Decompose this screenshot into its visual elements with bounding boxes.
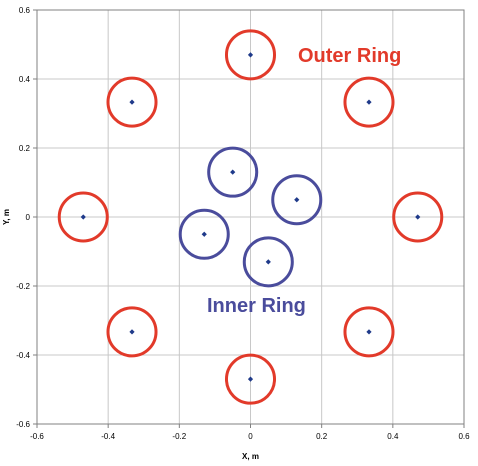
outer-ring-circle xyxy=(57,191,109,243)
data-point xyxy=(201,231,207,237)
y-tick-label: 0.4 xyxy=(19,75,31,84)
x-tick-label: 0.2 xyxy=(316,432,328,441)
outer-ring-circle xyxy=(106,76,158,128)
outer-ring-circle xyxy=(343,76,395,128)
annotation-inner-ring: Inner Ring xyxy=(207,295,306,317)
data-point xyxy=(129,99,135,105)
x-tick-label: 0.6 xyxy=(458,432,470,441)
axis-ticks: -0.6 -0.4 -0.2 0 0.2 0.4 0.6 0.6 0.4 0.2 0 -0.2 -0.4… xyxy=(16,6,470,441)
data-point xyxy=(129,329,135,335)
data-point xyxy=(415,214,421,220)
data-point xyxy=(265,259,271,265)
y-axis-title: Y, m xyxy=(2,209,11,225)
y-tick-label: 0.6 xyxy=(19,6,31,15)
y-tick-label: 0 xyxy=(26,213,31,222)
data-marks xyxy=(57,29,444,405)
y-tick-label: -0.2 xyxy=(16,282,30,291)
data-point xyxy=(366,99,372,105)
inner-ring-circle xyxy=(242,236,294,288)
data-point xyxy=(230,169,236,175)
annotation-outer-ring: Outer Ring xyxy=(298,45,401,67)
y-tick-label: 0.2 xyxy=(19,144,31,153)
x-tick-label: 0.4 xyxy=(387,432,399,441)
inner-ring-circle xyxy=(271,174,323,226)
data-point xyxy=(80,214,86,220)
x-tick-label: -0.2 xyxy=(172,432,186,441)
x-tick-label: 0 xyxy=(248,432,253,441)
y-tick-label: -0.4 xyxy=(16,351,30,360)
data-point xyxy=(366,329,372,335)
data-point xyxy=(294,197,300,203)
outer-ring-circle xyxy=(343,306,395,358)
data-point xyxy=(247,376,254,382)
inner-ring-circle xyxy=(207,146,259,198)
inner-ring-circle xyxy=(178,208,230,260)
outer-ring-circle xyxy=(392,191,444,243)
y-tick-label: -0.6 xyxy=(16,420,30,429)
outer-ring-circle xyxy=(106,306,158,358)
x-tick-label: -0.4 xyxy=(101,432,115,441)
outer-ring-circle xyxy=(224,29,277,81)
x-axis-title: X, m xyxy=(242,452,259,461)
data-point xyxy=(247,52,254,58)
x-tick-label: -0.6 xyxy=(30,432,44,441)
outer-ring-circle xyxy=(224,353,277,405)
gridlines xyxy=(37,10,464,424)
